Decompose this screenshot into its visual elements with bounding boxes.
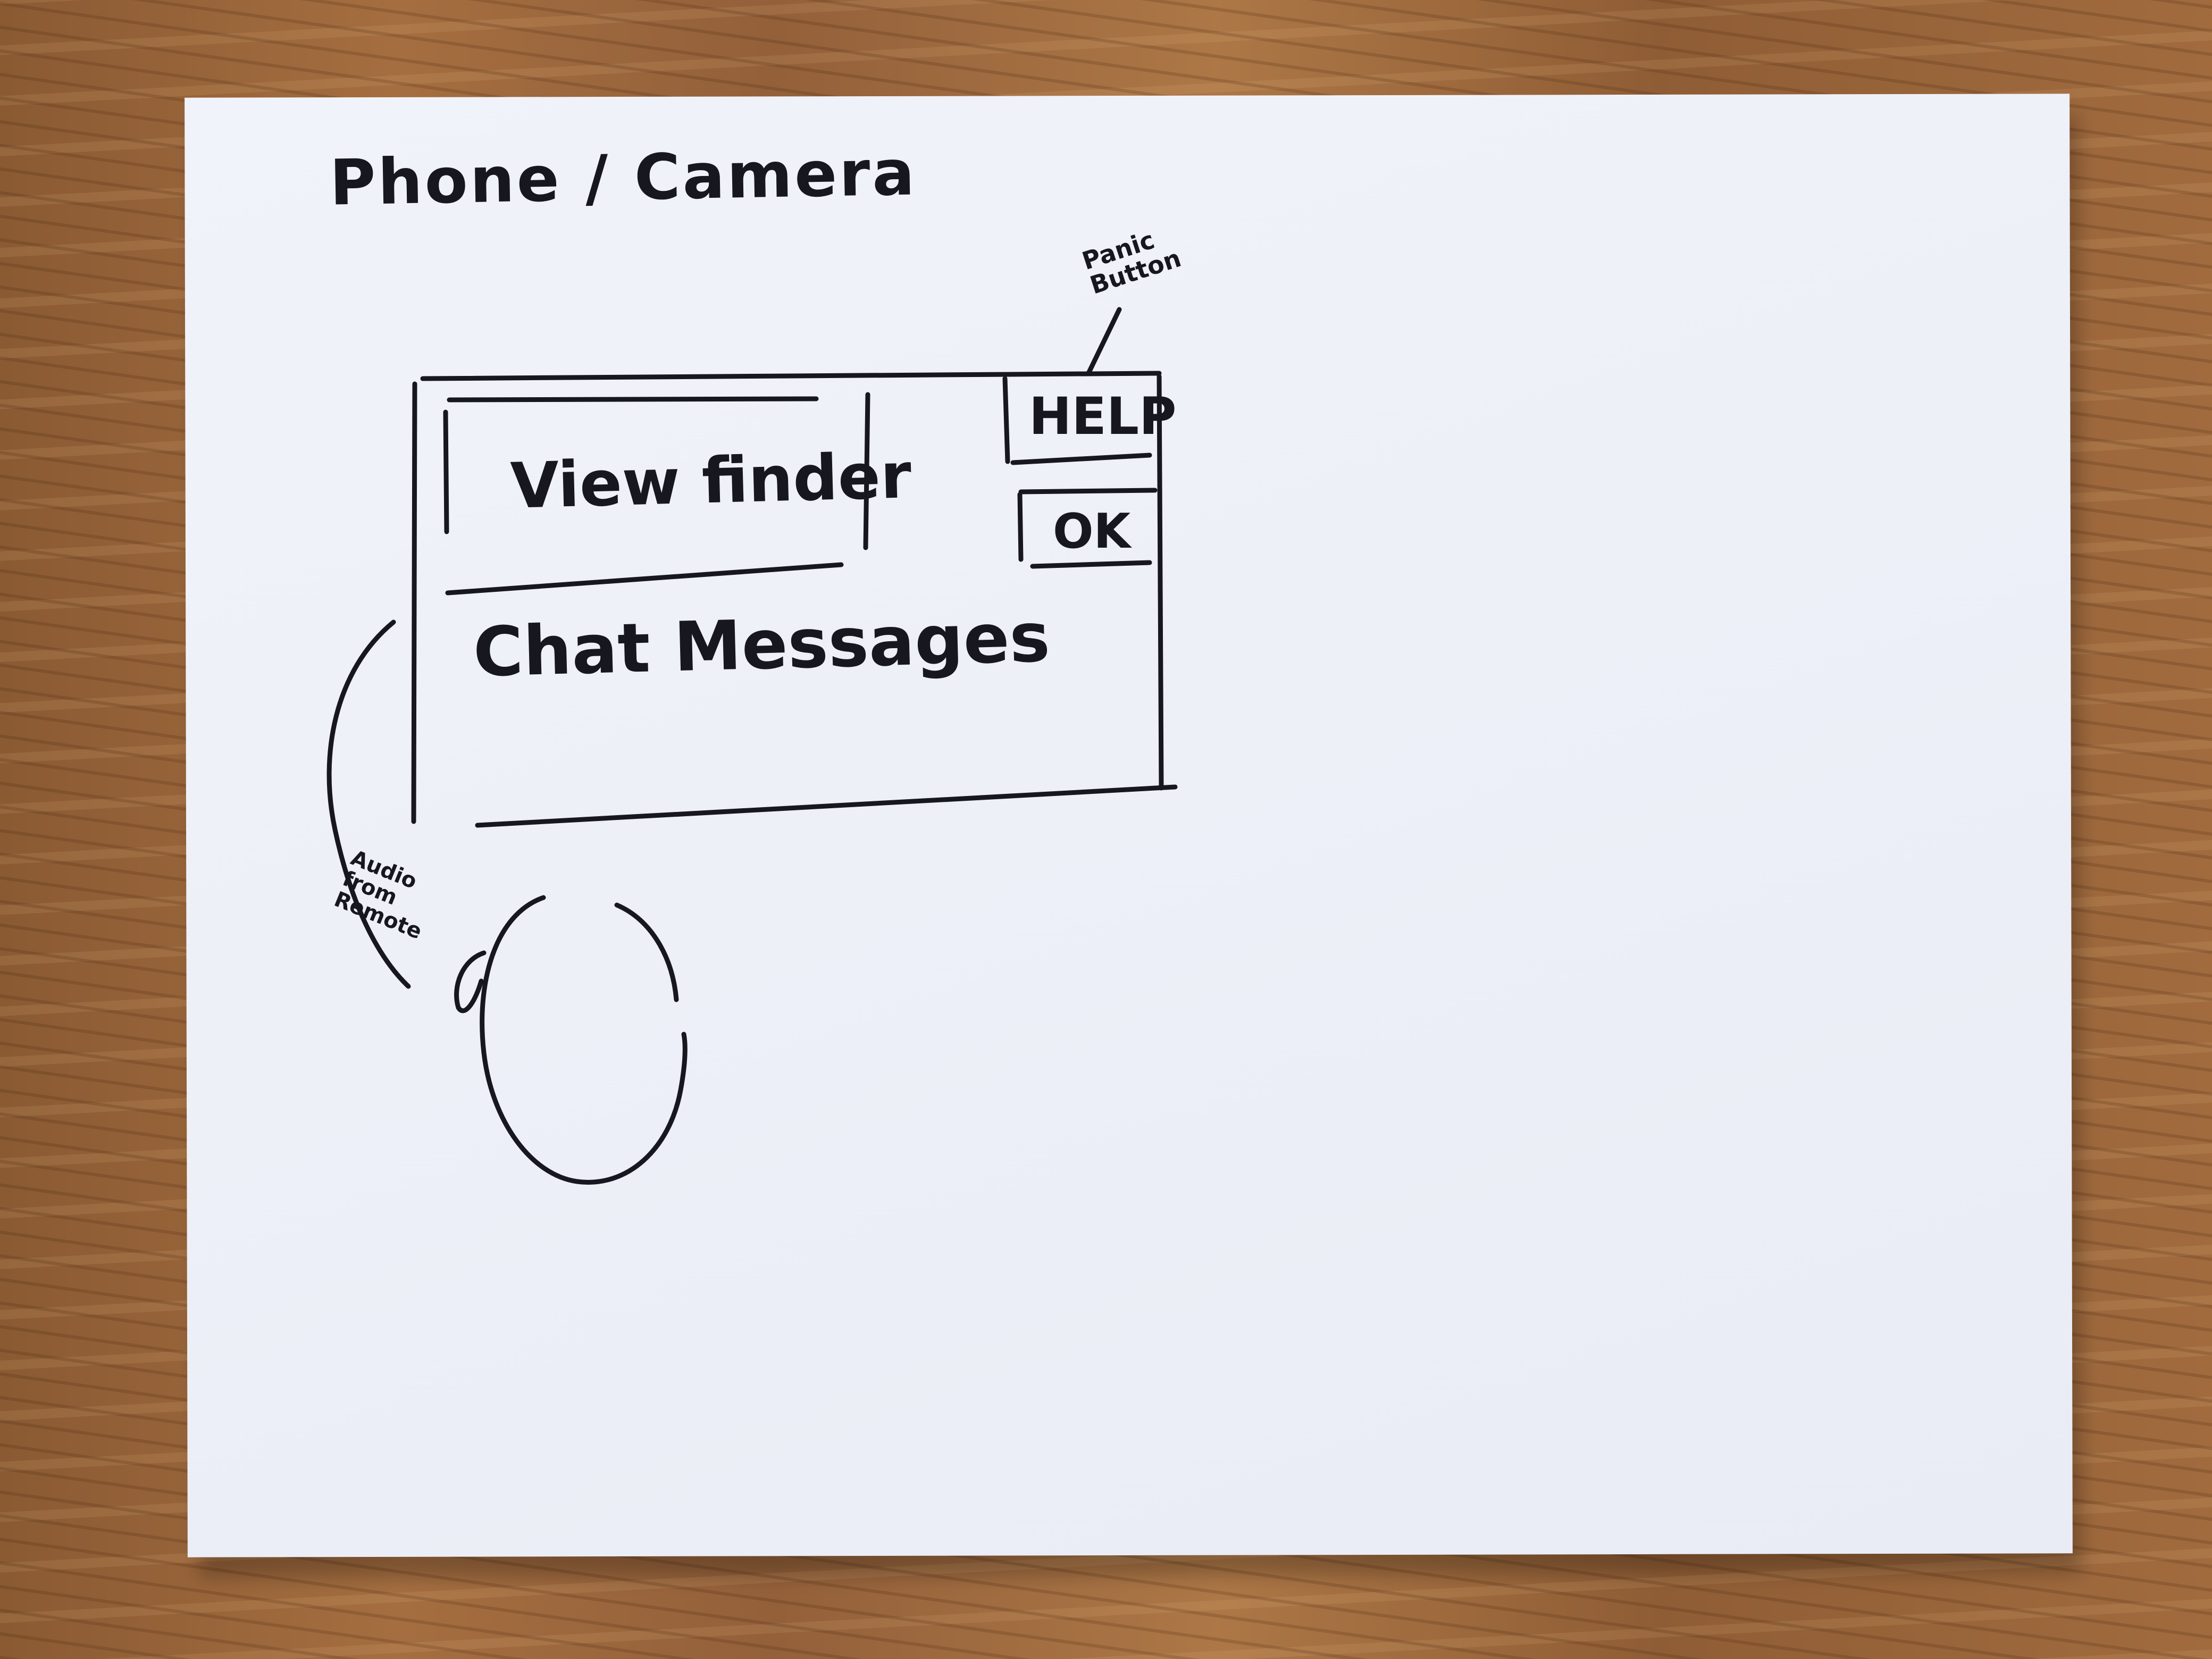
ok-button-label[interactable]: OK xyxy=(1053,504,1131,559)
help-button-label[interactable]: HELP xyxy=(1029,387,1177,446)
ear-icon xyxy=(454,895,688,1185)
phone-frame xyxy=(411,371,1178,828)
viewfinder-label: View finder xyxy=(509,439,912,523)
sketch-title: Phone / Camera xyxy=(329,136,918,220)
ok-button-frame xyxy=(1017,488,1158,569)
audio-annotation-curve xyxy=(326,619,411,989)
chat-messages-label: Chat Messages xyxy=(472,598,1051,693)
viewfinder-box xyxy=(443,392,870,596)
help-button-frame xyxy=(1002,376,1152,465)
panic-annotation-arrow xyxy=(1086,307,1122,375)
